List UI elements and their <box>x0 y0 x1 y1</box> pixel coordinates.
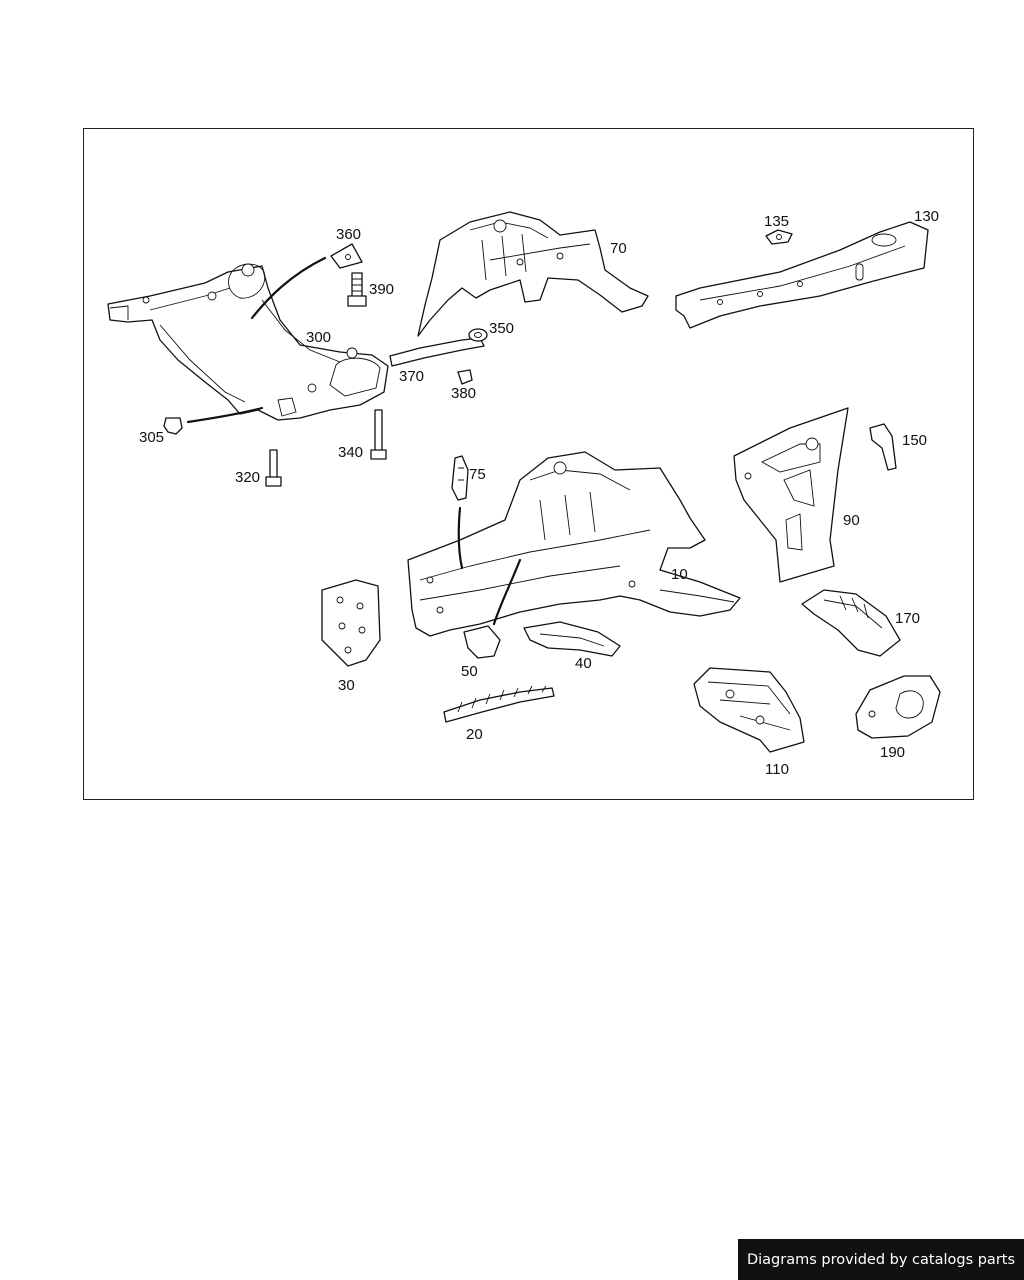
part-75-bracket[interactable] <box>451 455 469 501</box>
callout-130: 130 <box>914 208 939 225</box>
part-350-washer[interactable] <box>468 328 488 342</box>
part-130-rail[interactable] <box>675 221 929 329</box>
callout-305: 305 <box>139 429 164 446</box>
part-190-panel[interactable] <box>855 675 941 739</box>
callout-135: 135 <box>764 213 789 230</box>
callout-340: 340 <box>338 444 363 461</box>
part-70-strut-tower[interactable] <box>417 211 649 337</box>
callout-150: 150 <box>902 432 927 449</box>
part-30-plate[interactable] <box>321 579 381 667</box>
part-320-bolt[interactable] <box>265 449 282 487</box>
part-40-reinforcement[interactable] <box>523 621 621 657</box>
part-90-panel[interactable] <box>733 407 849 583</box>
part-135-bracket[interactable] <box>765 229 793 245</box>
part-170-reinforcement[interactable] <box>801 589 901 657</box>
part-360-plate[interactable] <box>330 243 363 269</box>
part-10-longitudinal[interactable] <box>407 451 741 637</box>
part-110-box[interactable] <box>693 667 805 753</box>
part-370-strip[interactable] <box>389 337 485 367</box>
footer-credit-text: Diagrams provided by catalogs parts <box>746 1251 1016 1268</box>
leader-360 <box>250 256 327 320</box>
part-300-subframe[interactable] <box>107 263 389 421</box>
callout-70: 70 <box>610 240 627 257</box>
callout-40: 40 <box>575 655 592 672</box>
callout-320: 320 <box>235 469 260 486</box>
callout-360: 360 <box>336 226 361 243</box>
callout-110: 110 <box>765 761 789 778</box>
callout-350: 350 <box>489 320 514 337</box>
callout-90: 90 <box>843 512 860 529</box>
callout-50: 50 <box>461 663 478 680</box>
leader-305 <box>186 406 264 424</box>
callout-75: 75 <box>469 466 486 483</box>
callout-170: 170 <box>895 610 920 627</box>
callout-10: 10 <box>671 566 688 583</box>
callout-20: 20 <box>466 726 483 743</box>
part-20-strip[interactable] <box>443 685 555 723</box>
callout-380: 380 <box>451 385 476 402</box>
leader-75 <box>457 506 464 570</box>
callout-30: 30 <box>338 677 355 694</box>
part-380-clip[interactable] <box>457 369 473 385</box>
leader-50 <box>492 558 522 626</box>
part-340-bolt[interactable] <box>370 409 387 460</box>
callout-390: 390 <box>369 281 394 298</box>
part-305-nut[interactable] <box>163 417 183 435</box>
footer-credit-badge: Diagrams provided by catalogs parts <box>738 1239 1024 1280</box>
part-150-bracket[interactable] <box>869 423 897 471</box>
part-50-bracket[interactable] <box>463 625 501 659</box>
callout-190: 190 <box>880 744 905 761</box>
callout-370: 370 <box>399 368 424 385</box>
part-390-bolt[interactable] <box>347 272 367 307</box>
callout-300: 300 <box>306 329 331 346</box>
